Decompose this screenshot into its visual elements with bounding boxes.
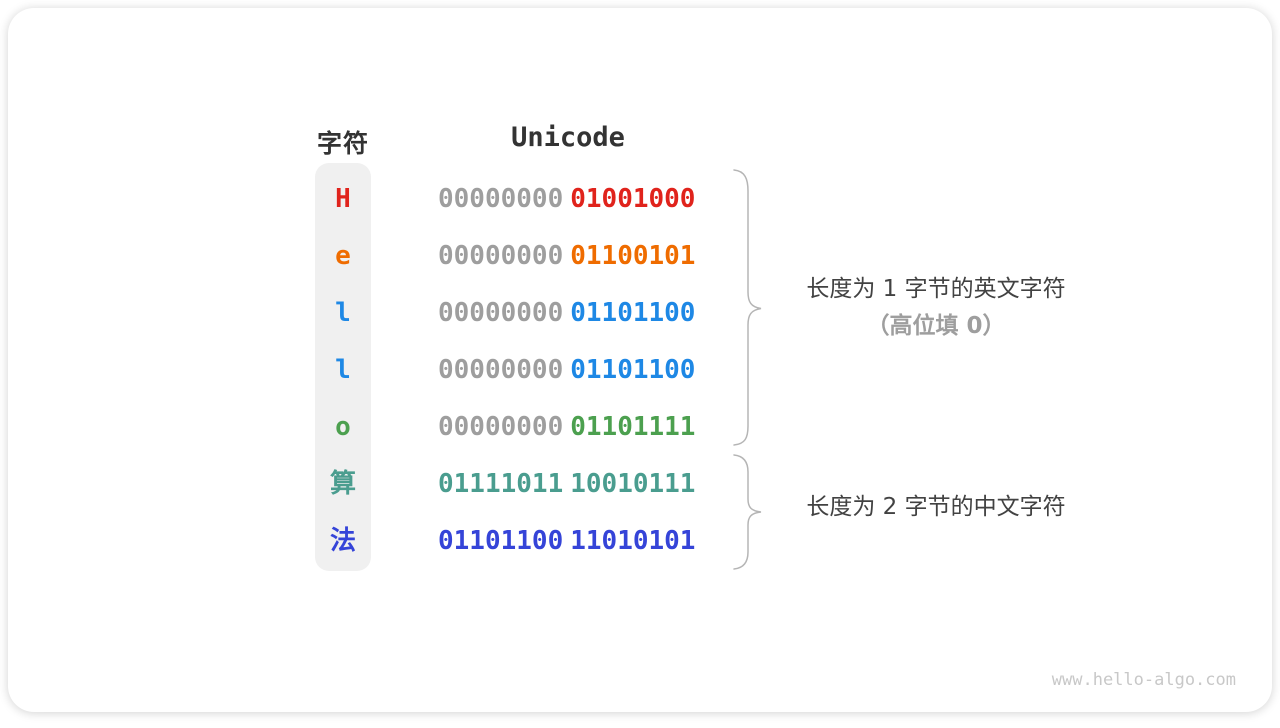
byte-high: 00000000 [438,412,564,442]
byte-low: 01101100 [570,355,696,385]
column-header-unicode: Unicode [511,122,625,153]
byte-high: 00000000 [438,184,564,214]
annotation-line: 长度为 1 字节的英文字符 [806,276,1066,302]
annotation-line: （高位填 0） [866,313,1006,339]
char-cell: o [335,412,351,442]
annotation-line: 长度为 2 字节的中文字符 [806,494,1066,520]
column-header-character: 字符 [316,129,369,158]
byte-high: 01101100 [438,526,564,556]
byte-high: 00000000 [438,298,564,328]
char-cell: 法 [329,526,356,556]
byte-low: 10010111 [570,469,696,499]
char-cell: e [335,241,351,271]
byte-low: 01001000 [570,184,696,214]
char-cell: 算 [329,469,356,499]
byte-high: 00000000 [438,241,564,271]
byte-low: 01101111 [570,412,696,442]
char-cell: l [335,298,351,328]
char-cell: H [335,184,351,214]
char-cell: l [335,355,351,385]
character-column-background [315,163,371,571]
byte-low: 11010101 [570,526,696,556]
byte-high: 01111011 [438,469,564,499]
byte-low: 01100101 [570,241,696,271]
annotation-chinese-chars: 长度为 2 字节的中文字符 [766,489,1106,526]
byte-high: 00000000 [438,355,564,385]
watermark-url: www.hello-algo.com [1051,670,1236,690]
byte-low: 01101100 [570,298,696,328]
annotation-english-chars: 长度为 1 字节的英文字符 （高位填 0） [766,271,1106,345]
